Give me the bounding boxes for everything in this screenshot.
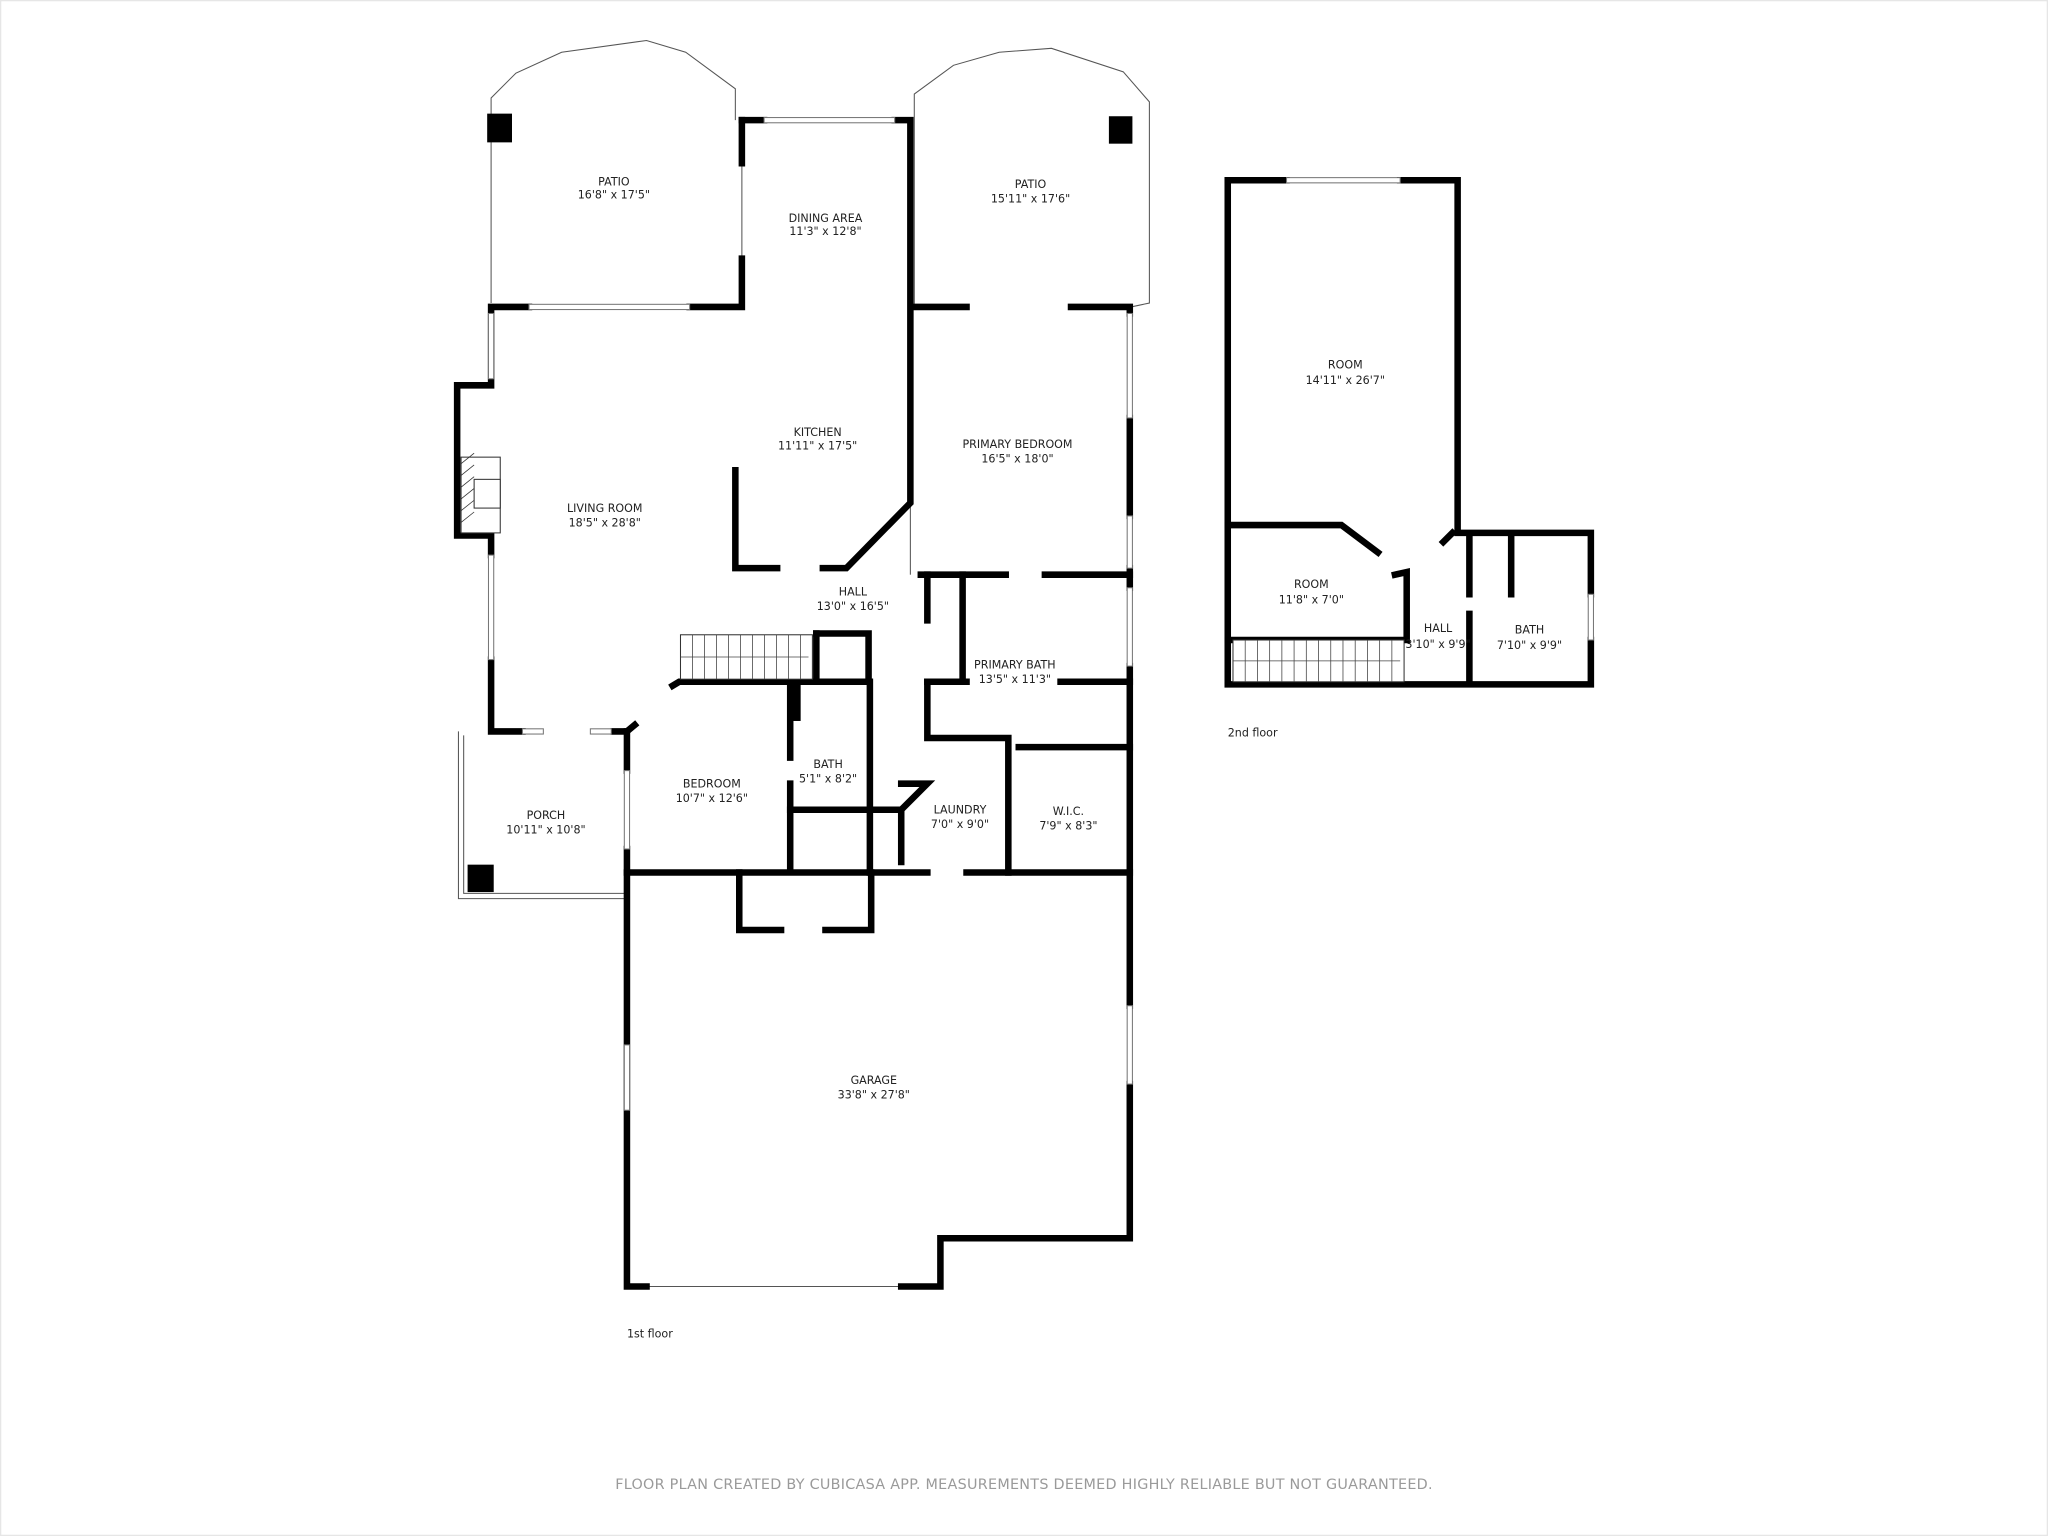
wall [732,466,781,572]
room-size: 7'10" x 9'9" [1497,639,1562,652]
window [763,117,896,124]
window [1126,515,1133,569]
room-size: 7'0" x 9'0" [931,818,989,831]
wall [1224,521,1383,558]
window [589,728,612,735]
wall [1396,176,1595,598]
outline-line [913,47,1150,308]
room-size: 33'8" x 27'8" [838,1088,910,1101]
window [1587,593,1594,641]
column [788,684,801,721]
room-name: HALL [1424,622,1453,635]
room-name: BATH [1515,623,1544,636]
room-size: 11'8" x 7'0" [1279,593,1344,606]
room-size: 3'10" x 9'9" [1405,638,1470,651]
window [1286,177,1401,184]
fireplace-hatch [460,452,475,464]
room-size: 16'8" x 17'5" [578,189,650,202]
outline-line [490,39,736,304]
room-size: 14'11" x 26'7" [1306,374,1385,387]
room-size: 10'7" x 12'6" [676,792,748,805]
room-size: 5'1" x 8'2" [799,772,857,785]
window [487,312,495,380]
room-size: 13'5" x 11'3" [979,673,1051,686]
floor-label: 1st floor [627,1327,673,1340]
wall [896,780,936,815]
room-name: PORCH [527,809,566,822]
room-name: ROOM [1328,358,1363,371]
room-name: ROOM [1294,578,1329,591]
fireplace-firebox [473,478,501,509]
room-name: BEDROOM [683,778,741,791]
room-size: 11'3" x 12'8" [789,225,861,238]
wall [897,1234,961,1290]
fireplace-hatch [460,488,475,500]
column [487,113,512,143]
room-size: 11'11" x 17'5" [778,439,857,452]
wall [819,116,914,572]
room-name: KITCHEN [794,426,842,439]
wall [924,678,1012,876]
wall [623,845,650,1290]
room-name: GARAGE [851,1074,897,1087]
room-name: DINING AREA [789,212,863,225]
first-floor-labels: PATIO 16'8" x 17'5" DINING AREA 11'3" x … [506,175,1097,1340]
room-name: W.I.C. [1053,805,1084,818]
room-name: BATH [813,758,842,771]
wall [822,869,875,934]
room-name: HALL [839,586,868,599]
window [623,770,631,850]
room-name: PATIO [1015,178,1047,191]
floor-label: 2nd floor [1228,727,1278,740]
room-name: LIVING ROOM [567,502,642,515]
outline-line [463,735,625,894]
room-name: LAUNDRY [934,804,987,817]
wall [668,678,872,691]
column [467,864,494,893]
room-name: PRIMARY BEDROOM [962,438,1072,451]
window [521,728,544,735]
window [528,303,691,311]
room-size: 16'5" x 18'0" [981,452,1053,465]
fireplace-hatch [460,499,475,511]
room-name: PATIO [598,175,630,188]
column [1108,116,1133,144]
room-size: 15'11" x 17'6" [991,192,1070,205]
fireplace-hatch [460,511,475,523]
room-size: 18'5" x 28'8" [569,516,641,529]
outline-line [457,731,625,900]
second-floor-labels: ROOM 14'11" x 26'7" ROOM 11'8" x 7'0" HA… [1228,358,1562,739]
room-size: 13'0" x 16'5" [817,600,889,613]
wall [813,630,872,686]
room-size: 10'11" x 10'8" [506,823,585,836]
wall [1224,176,1595,688]
room-size: 7'9" x 8'3" [1039,819,1097,832]
wall [735,869,785,934]
wall [1067,303,1134,317]
window [1126,1005,1133,1085]
fireplace-hatch [460,476,475,488]
wall [487,656,526,735]
fireplace-hatch [460,464,475,476]
wall [686,255,746,311]
room-name: PRIMARY BATH [974,659,1056,672]
wall [954,1080,1134,1242]
window [1126,587,1133,667]
wall [453,303,533,559]
wall [1438,528,1458,547]
walls [453,39,1595,1290]
window [623,1044,631,1111]
disclaimer-footer: FLOOR PLAN CREATED BY CUBICASA APP. MEAS… [615,1477,1433,1493]
window [1126,312,1133,419]
window [487,554,495,661]
